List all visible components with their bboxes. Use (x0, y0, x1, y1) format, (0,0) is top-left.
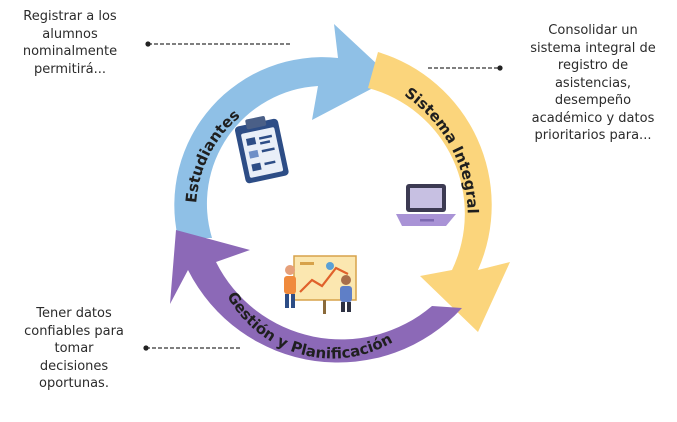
note-gestion-planificacion: Tener datos confiables para tomar decisi… (24, 306, 124, 391)
note-estudiantes: Registrar a los alumnos nominalmente per… (22, 9, 118, 77)
clipboard-icon (234, 116, 289, 184)
leader-top-left (145, 41, 292, 47)
note-sistema-integral: Consolidar un sistema integral de regist… (530, 23, 656, 143)
arrow-gestion (170, 230, 462, 363)
leader-bottom-left (143, 345, 240, 351)
arrow-sistema (368, 52, 510, 332)
laptop-icon (396, 184, 456, 226)
arrow-estudiantes (174, 24, 392, 238)
presentation-icon (284, 255, 357, 314)
leader-top-right (428, 65, 503, 71)
